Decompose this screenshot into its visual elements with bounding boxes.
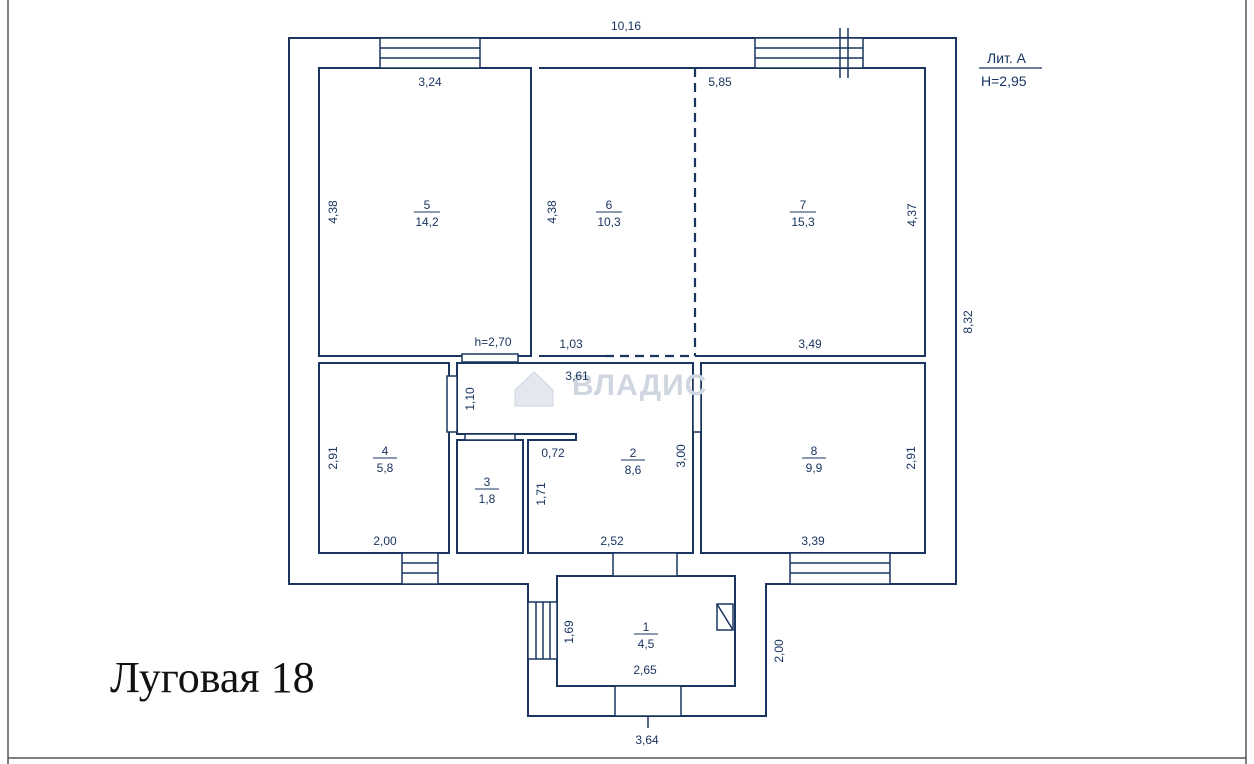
window-bottom-left bbox=[401, 552, 439, 585]
porch-stairs bbox=[527, 601, 558, 660]
room-4-outline bbox=[318, 362, 450, 554]
room-area: 10,3 bbox=[597, 215, 621, 229]
dim-r7-height: 4,37 bbox=[905, 203, 919, 227]
dim-hall-height: 1,10 bbox=[463, 387, 477, 411]
dim-r2-height: 3,00 bbox=[674, 444, 688, 468]
dim-r5-width: 3,24 bbox=[418, 75, 442, 89]
room-number: 8 bbox=[811, 444, 818, 458]
dim-r4-width: 2,00 bbox=[373, 534, 397, 548]
room-8-label: 8 9,9 bbox=[802, 444, 826, 475]
dim-r7-bottom: 3,49 bbox=[798, 337, 822, 351]
dim-overall-height: 8,32 bbox=[961, 310, 975, 334]
dim-r1-height: 1,69 bbox=[562, 620, 576, 644]
room-number: 5 bbox=[424, 198, 431, 212]
door-room-1-2 bbox=[612, 552, 678, 577]
dim-porch-width: 3,64 bbox=[635, 733, 659, 747]
room-number: 2 bbox=[630, 446, 637, 460]
room-area: 4,5 bbox=[638, 637, 655, 651]
room-number: 4 bbox=[382, 444, 389, 458]
dim-r8-width: 3,39 bbox=[801, 534, 825, 548]
window-top-right bbox=[754, 28, 864, 78]
room-1-label: 1 4,5 bbox=[634, 620, 658, 651]
watermark: ВЛАДИС bbox=[514, 369, 707, 407]
dim-r3-side: 1,71 bbox=[534, 482, 548, 506]
lit-height: Н=2,95 bbox=[981, 73, 1027, 89]
dim-r5-door: h=2,70 bbox=[474, 335, 511, 349]
room-6-label: 6 10,3 bbox=[596, 198, 622, 229]
room-7-label: 7 15,3 bbox=[790, 198, 816, 229]
page-title: Луговая 18 bbox=[110, 653, 315, 702]
room-number: 7 bbox=[800, 198, 807, 212]
room-5-label: 5 14,2 bbox=[414, 198, 440, 229]
dim-r2-width: 2,52 bbox=[600, 534, 624, 548]
dim-r4-height: 2,91 bbox=[326, 446, 340, 470]
room-area: 14,2 bbox=[415, 215, 439, 229]
dim-r2-notch: 0,72 bbox=[541, 446, 565, 460]
window-room-1-bottom bbox=[614, 685, 682, 717]
room-area: 1,8 bbox=[479, 492, 496, 506]
lit-label: Лит. А bbox=[987, 50, 1027, 66]
dim-overall-width: 10,16 bbox=[611, 19, 641, 33]
room-2-outline bbox=[456, 362, 694, 554]
room-number: 1 bbox=[643, 620, 650, 634]
room-area: 8,6 bbox=[625, 463, 642, 477]
door-room-5 bbox=[461, 353, 519, 363]
dim-r67-width: 5,85 bbox=[708, 75, 732, 89]
door-room-8 bbox=[692, 375, 702, 433]
door-room-4 bbox=[446, 375, 458, 433]
room-2-label: 2 8,6 bbox=[621, 446, 645, 477]
room-area: 15,3 bbox=[791, 215, 815, 229]
watermark-text: ВЛАДИС bbox=[572, 369, 707, 402]
dim-r6-height: 4,38 bbox=[545, 200, 559, 224]
door-room-3 bbox=[464, 433, 516, 441]
window-top-left bbox=[379, 37, 481, 69]
room-4-label: 4 5,8 bbox=[373, 444, 397, 475]
dim-r6-bottom: 1,03 bbox=[559, 337, 583, 351]
room-number: 3 bbox=[484, 475, 491, 489]
window-bottom-right bbox=[789, 552, 891, 585]
room-area: 9,9 bbox=[806, 461, 823, 475]
dim-r1-width: 2,65 bbox=[633, 663, 657, 677]
room-6-7-outline bbox=[539, 67, 926, 357]
dim-r8-height: 2,91 bbox=[904, 446, 918, 470]
room-number: 6 bbox=[606, 198, 613, 212]
stove-icon-diagonal bbox=[716, 603, 734, 631]
dim-porch-height: 2,00 bbox=[772, 639, 786, 663]
dim-hall-top: 3,61 bbox=[565, 369, 589, 383]
dim-r5-height: 4,38 bbox=[326, 200, 340, 224]
room-area: 5,8 bbox=[377, 461, 394, 475]
room-3-label: 3 1,8 bbox=[475, 475, 499, 506]
